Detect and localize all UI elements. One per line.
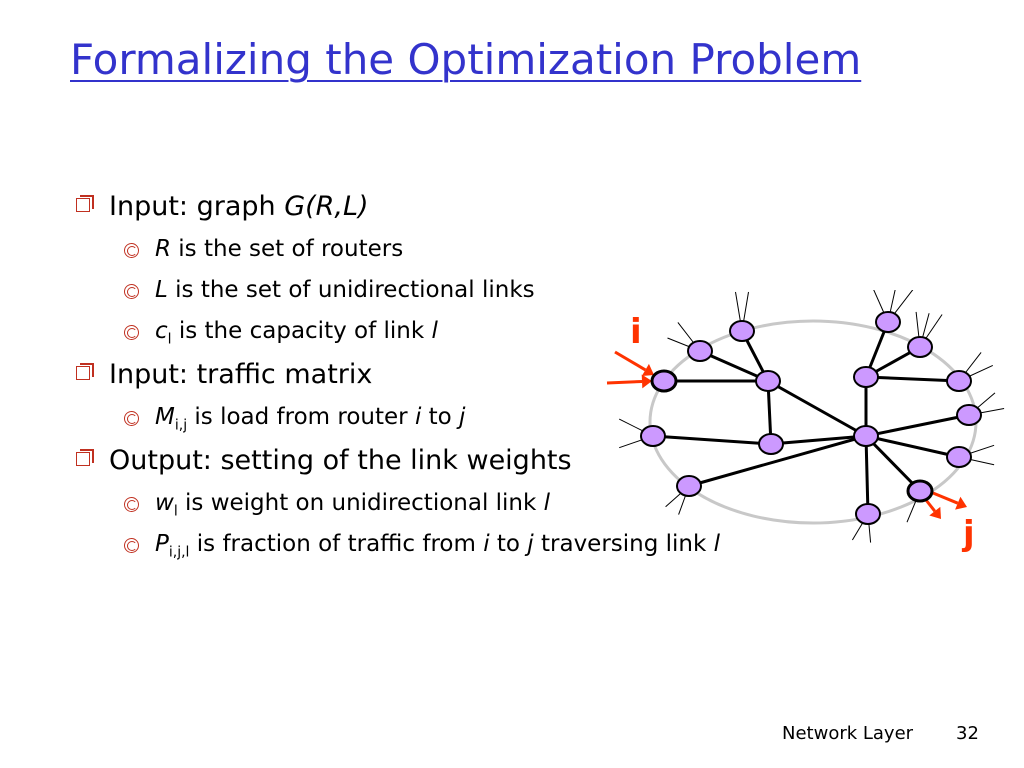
network-link	[687, 434, 868, 488]
bullet-text-part: l	[167, 331, 172, 348]
bullet-text-part: traversing link	[533, 531, 714, 557]
circle-bullet	[124, 325, 139, 340]
router-node	[946, 446, 972, 468]
box-arrow-bullet	[76, 195, 94, 212]
network-link	[864, 375, 961, 383]
bullet-list: Input: graph G(R,L)R is the set of route…	[70, 184, 970, 565]
circle-bullet	[124, 538, 139, 553]
network-link	[766, 379, 868, 438]
router-node	[906, 479, 934, 503]
router-node	[875, 311, 901, 333]
bullet-text-part: to	[489, 531, 528, 557]
label-i: i	[630, 312, 642, 352]
ingress-arrow	[606, 374, 652, 389]
box-arrow-bullet	[76, 449, 94, 466]
bullet-item: Output: setting of the link weights	[70, 438, 970, 483]
egress-arrow	[932, 491, 967, 510]
sub-bullet-item: wl is weight on unidirectional link l	[70, 483, 970, 524]
sub-bullet-item: Pi,j,l is fraction of traffic from i to …	[70, 524, 970, 565]
bullet-text-part: is the set of routers	[170, 236, 404, 262]
bullet-text-part: l	[543, 490, 551, 516]
bullet-text-part: P	[155, 531, 169, 557]
network-link	[864, 434, 961, 459]
router-node	[676, 475, 702, 497]
bullet-item: Input: traffic matrix	[70, 352, 970, 397]
egress-arrow	[924, 499, 941, 519]
bullet-item: Input: graph G(R,L)	[70, 184, 970, 229]
slide-title: Formalizing the Optimization Problem	[70, 35, 862, 84]
router-node	[650, 369, 678, 393]
bullet-text-part: l	[713, 531, 721, 557]
bullet-text-part: is the capacity of link	[171, 318, 432, 344]
network-link	[864, 434, 870, 516]
router-node	[907, 336, 933, 358]
bullet-text-part: j	[527, 531, 534, 557]
router-node	[853, 366, 879, 388]
bullet-text-part: is load from router	[187, 404, 415, 430]
bullet-text-part: i,j,l	[168, 544, 190, 561]
sub-bullet-item: Mi,j is load from router i to j	[70, 397, 970, 438]
bullet-text-part: is the set of unidirectional links	[167, 277, 535, 303]
ingress-arrow	[614, 350, 654, 376]
box-arrow-bullet	[76, 363, 94, 380]
network-graph: i j	[606, 290, 1005, 554]
bullet-text-part: Output: setting of the link weights	[109, 445, 572, 476]
circle-bullet	[124, 497, 139, 512]
router-node	[640, 425, 666, 447]
bullet-text-part: Input: traffic matrix	[109, 359, 373, 390]
circle-bullet	[124, 411, 139, 426]
bullet-text-part: G(R,L)	[284, 191, 369, 222]
bullet-text-part: c	[155, 318, 168, 344]
circle-bullet	[124, 284, 139, 299]
network-link	[651, 434, 773, 446]
router-node	[758, 433, 784, 455]
bullet-text-part: j	[459, 404, 466, 430]
router-node	[853, 425, 879, 447]
router-node	[687, 340, 713, 362]
circle-bullet	[124, 243, 139, 258]
footer-page-number: 32	[956, 723, 979, 744]
sub-bullet-item: cl is the capacity of link l	[70, 311, 970, 352]
bullet-text-part: i	[483, 531, 490, 557]
network-link	[864, 434, 922, 493]
bullet-text-part: w	[155, 490, 174, 516]
bullet-text-part: Input: graph	[109, 191, 285, 222]
footer-section: Network Layer	[782, 723, 914, 744]
bullet-text-part: is fraction of traffic from	[189, 531, 484, 557]
router-node	[956, 404, 982, 426]
bullet-text-part: l	[431, 318, 438, 344]
network-link	[769, 434, 868, 446]
bullet-text-part: L	[155, 277, 168, 303]
bullet-text-part: R	[155, 236, 171, 262]
network-link	[864, 413, 971, 438]
sub-bullet-item: R is the set of routers	[70, 229, 970, 270]
router-node	[855, 503, 881, 525]
sub-bullet-item: L is the set of unidirectional links	[70, 270, 970, 311]
bullet-text-part: M	[155, 404, 175, 430]
router-node	[729, 320, 755, 342]
router-node	[755, 370, 781, 392]
bullet-text-part: to	[421, 404, 460, 430]
bullet-text-part: i	[414, 404, 422, 430]
bullet-text-part: l	[173, 503, 178, 520]
bullet-text-part: i,j	[174, 417, 188, 434]
router-node	[946, 370, 972, 392]
label-j: j	[961, 514, 975, 554]
bullet-text-part: is weight on unidirectional link	[177, 490, 544, 516]
